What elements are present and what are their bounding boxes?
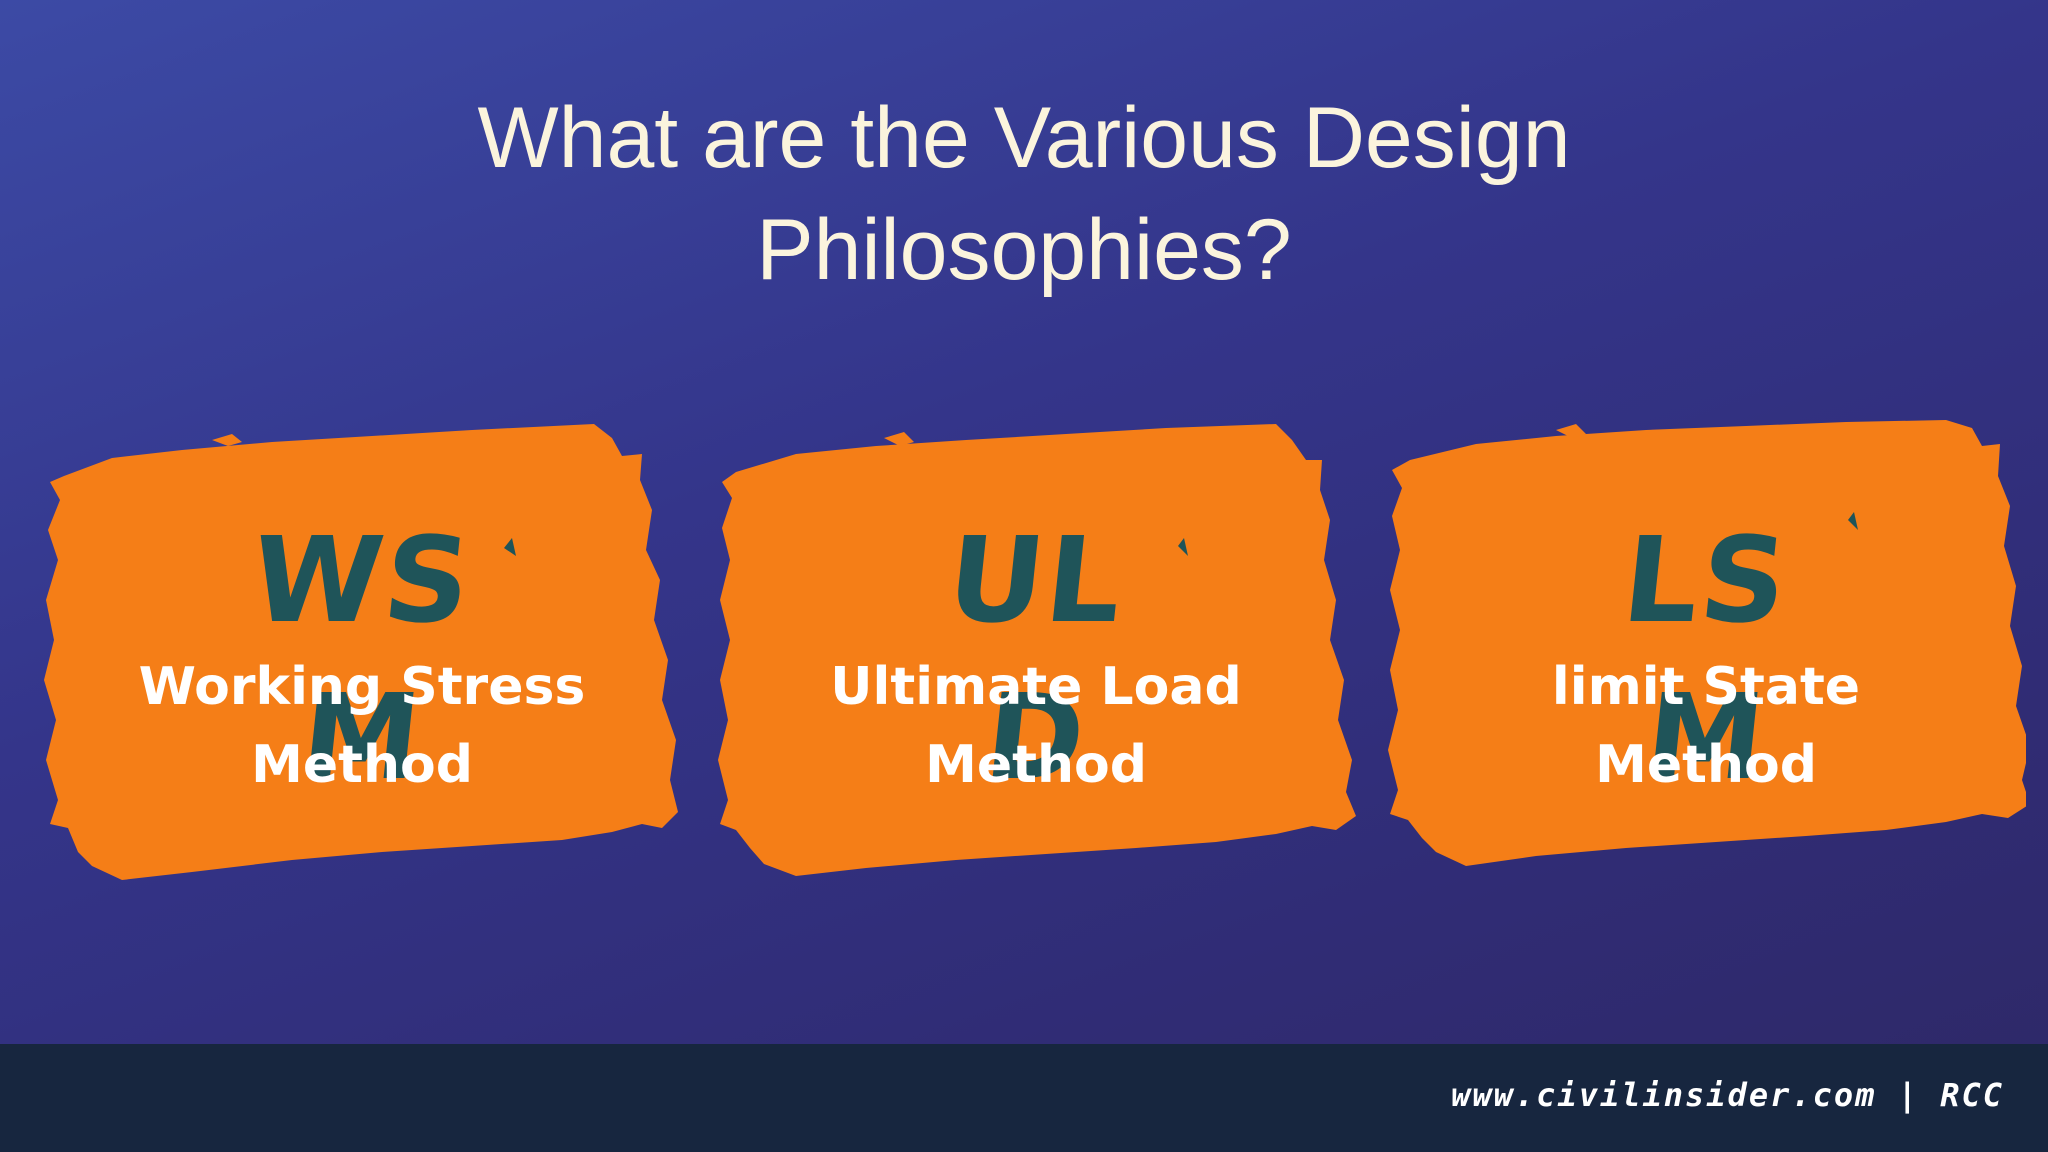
card-label-line1: Ultimate Load [830,657,1242,717]
slide-title-line1: What are the Various Design [477,90,1571,186]
card-label-line1: Working Stress [138,657,586,717]
card-ultimate-load-method: UL D Ultimate Load Method [716,420,1356,890]
card-label: Ultimate Load Method [716,648,1356,804]
card-label-line2: Method [925,735,1147,795]
brush-shape [718,424,1356,876]
footer-bar: www.civilinsider.com | RCC [0,1044,2048,1152]
card-label: Working Stress Method [42,648,682,804]
footer-website-text: www.civilinsider.com | RCC [1451,1076,2004,1114]
slide-title-line2: Philosophies? [756,202,1292,298]
card-label-line2: Method [251,735,473,795]
card-label: limit State Method [1386,648,2026,804]
card-limit-state-method: LS M limit State Method [1386,420,2026,890]
card-abbr-line1: UL [941,511,1131,649]
card-label-line2: Method [1595,735,1817,795]
card-working-stress-method: WS M Working Stress Method [42,420,682,890]
brush-shape [44,424,678,880]
slide-title: What are the Various Design Philosophies… [0,82,2048,306]
card-abbr-line1: WS [245,511,479,649]
card-abbr-line1: LS [1616,511,1796,649]
brush-shape [1388,420,2026,866]
card-label-line1: limit State [1551,657,1861,717]
